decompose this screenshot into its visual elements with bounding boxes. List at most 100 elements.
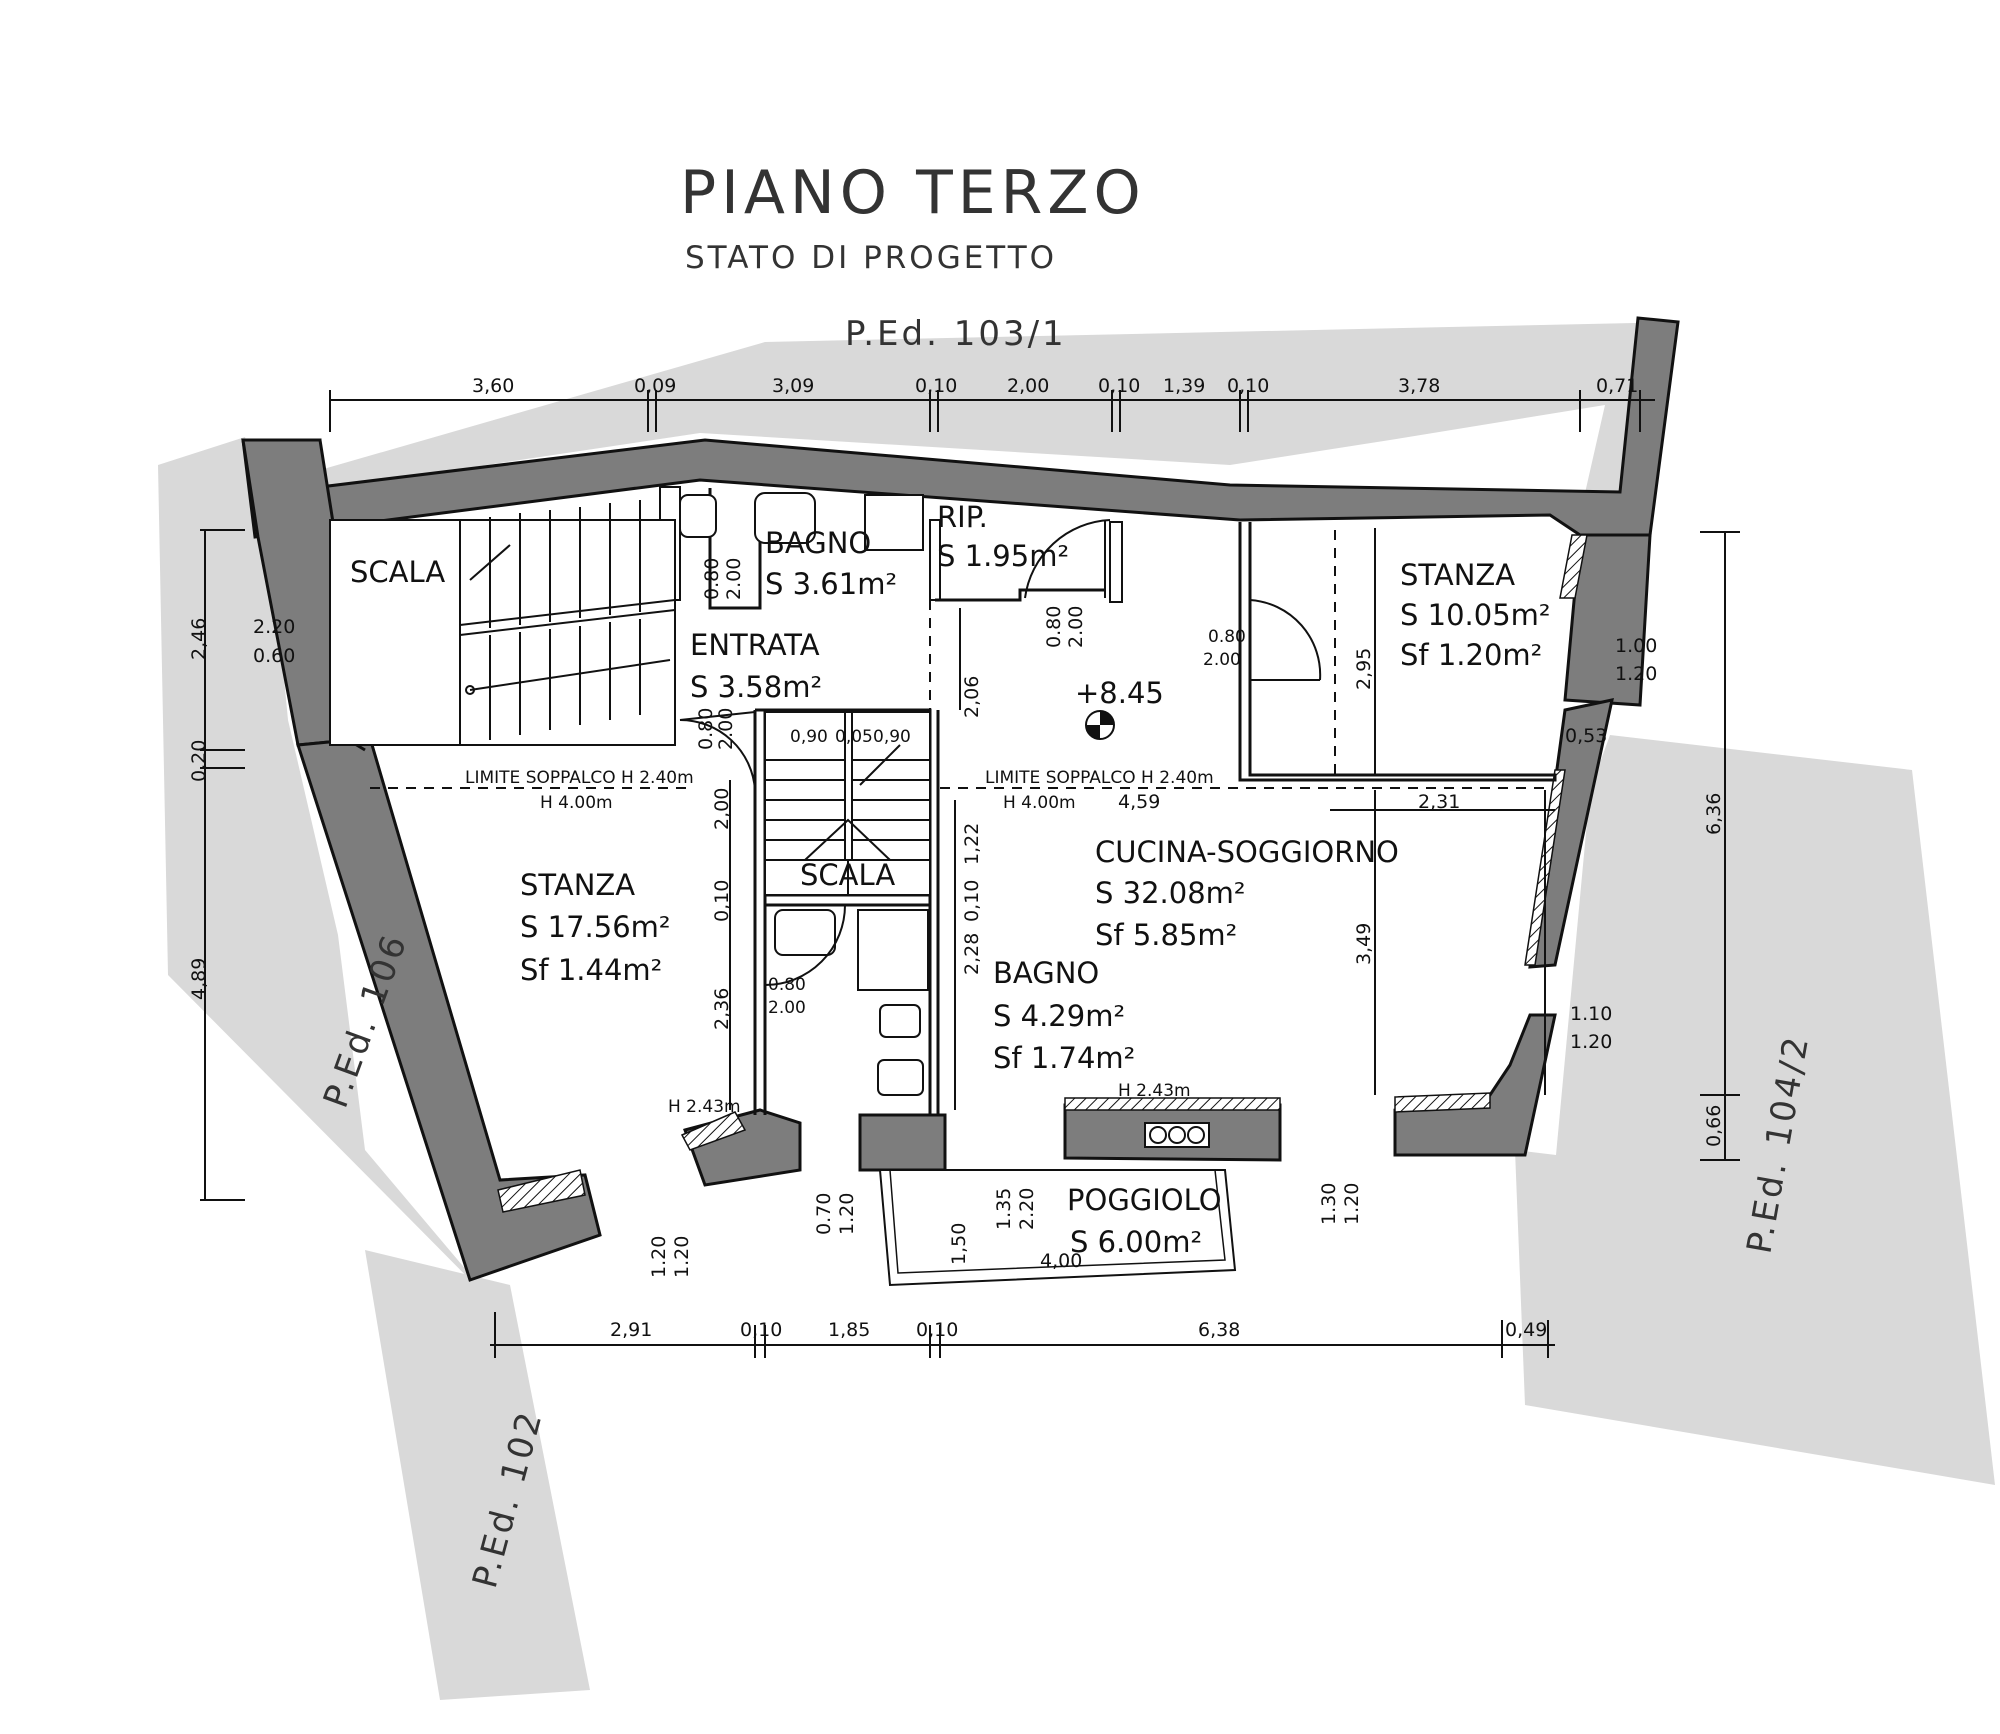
east-wall-pillar [1393,1013,1557,1157]
room-bagno-middle-name: BAGNO [993,956,1099,990]
inner-dim-349: 3,49 [1353,923,1375,965]
north-wall [241,316,1680,539]
inner-dim-231: 2,31 [1418,791,1460,813]
room-bagno-top-area: S 3.61m² [765,567,897,601]
room-cucina-area: S 32.08m² [1095,876,1246,910]
room-stanza-right-area: S 10.05m² [1400,598,1551,632]
window-bottom-3-width: 1.35 [993,1188,1015,1230]
door-1-height: 2.00 [723,558,745,600]
dimension-lines [200,390,1740,1358]
drawing-subtitle: STATO DI PROGETTO [685,240,1057,276]
top-dim-9: 3,78 [1398,375,1440,397]
room-stanza-left-area: S 17.56m² [520,910,671,944]
sill-east [1394,1092,1491,1113]
window-right-1-height: 1.20 [1615,663,1657,685]
window-right-2-width: 1.10 [1570,1003,1612,1025]
door-5-width: 0.80 [768,975,806,995]
window-bottom-2-height: 1.20 [836,1193,858,1235]
top-dim-7: 1,39 [1163,375,1205,397]
plot-104-2-area [1515,735,1995,1485]
bottom-dim-4: 0,10 [916,1319,958,1341]
inner-dim-206: 2,06 [961,676,983,718]
bottom-dim-3: 1,85 [828,1319,870,1341]
room-stanza-right-name: STANZA [1400,558,1515,592]
note-limite-right: LIMITE SOPPALCO H 2.40m [985,768,1214,788]
room-stanza-left-name: STANZA [520,868,635,902]
fixtures [679,492,1210,1148]
door-swings [679,519,1322,986]
top-dim-2: 0,09 [634,375,676,397]
room-cucina-name: CUCINA-SOGGIORNO [1095,835,1399,869]
plot-103-1-area [320,322,1678,522]
room-stanza-right-sf: Sf 1.20m² [1400,638,1542,672]
window-right-2-height: 1.20 [1570,1031,1612,1053]
left-dim-2: 0,20 [188,740,210,782]
toilet-top [679,494,717,538]
top-dim-8: 0,10 [1227,375,1269,397]
room-bagno-top-name: BAGNO [765,526,871,560]
room-poggiolo-name: POGGIOLO [1067,1183,1222,1217]
stair-dim-a: 0,90 [790,727,828,747]
window-bottom-1-height: 1.20 [671,1236,693,1278]
bottom-dim-5: 6,38 [1198,1319,1240,1341]
room-rip-area: S 1.95m² [937,539,1069,573]
note-h243-left: H 2.43m [668,1097,741,1117]
shower-middle [857,909,929,991]
sink-middle [774,909,836,956]
top-dim-1: 3,60 [472,375,514,397]
door-3-width: 0.80 [1208,627,1246,647]
sink-top [754,492,816,544]
inner-dim-459: 4,59 [1118,791,1160,813]
stair-top [329,500,676,746]
sill-south-left [680,1111,747,1151]
inner-dim-400: 4,00 [1040,1250,1082,1272]
door-1-width: 0.80 [701,558,723,600]
room-bagno-middle-area: S 4.29m² [993,999,1125,1033]
inner-dim-200: 2,00 [711,788,733,830]
room-entrata-area: S 3.58m² [690,670,822,704]
door-4-height: 2.00 [715,708,737,750]
window-bottom-4-height: 1.20 [1341,1183,1363,1225]
note-h243-right: H 2.43m [1118,1081,1191,1101]
window-right-1-width: 1.00 [1615,635,1657,657]
plot-102-area [365,1250,590,1700]
top-dim-5: 2,00 [1007,375,1049,397]
window-bottom-4-width: 1.30 [1318,1183,1340,1225]
level-label: +8.45 [1075,676,1164,710]
south-wall-pillar-2 [858,1113,947,1172]
level-marker [1085,710,1115,740]
inner-dim-010b: 0,10 [961,880,983,922]
top-dim-10: 0,71 [1596,375,1638,397]
door-2-height: 2.00 [1065,606,1087,648]
room-scala-middle: SCALA [800,858,895,892]
inner-dim-295: 2,95 [1353,648,1375,690]
inner-dim-053: 0,53 [1565,725,1607,747]
room-poggiolo-area: S 6.00m² [1070,1225,1202,1259]
shower-top [864,494,924,551]
room-rip-name: RIP. [937,500,988,534]
window-left-width: 2.20 [253,616,295,638]
left-dim-1: 2,46 [188,618,210,660]
window-bottom-3-height: 2.20 [1016,1188,1038,1230]
inner-dim-010a: 0,10 [711,880,733,922]
room-cucina-sf: Sf 5.85m² [1095,918,1237,952]
inner-dim-236: 2,36 [711,988,733,1030]
plot-label-top: P.Ed. 103/1 [845,314,1067,354]
note-h400-left: H 4.00m [540,793,613,813]
window-bottom-1-width: 1.20 [648,1236,670,1278]
stair-middle [764,711,931,896]
door-3-height: 2.00 [1203,650,1241,670]
note-h400-right: H 4.00m [1003,793,1076,813]
toilet-middle [879,1004,921,1038]
sill-east-window-1 [1559,534,1588,599]
note-limite-left: LIMITE SOPPALCO H 2.40m [465,768,694,788]
plot-106-area [158,437,500,1310]
door-2-width: 0.80 [1043,606,1065,648]
top-dim-4: 0,10 [915,375,957,397]
sill-stanza-left [497,1169,586,1213]
balcony-inner [889,1169,1226,1274]
right-dim-1: 6,36 [1703,793,1725,835]
room-stanza-left-sf: Sf 1.44m² [520,953,662,987]
stair-dim-c: 0,90 [873,727,911,747]
